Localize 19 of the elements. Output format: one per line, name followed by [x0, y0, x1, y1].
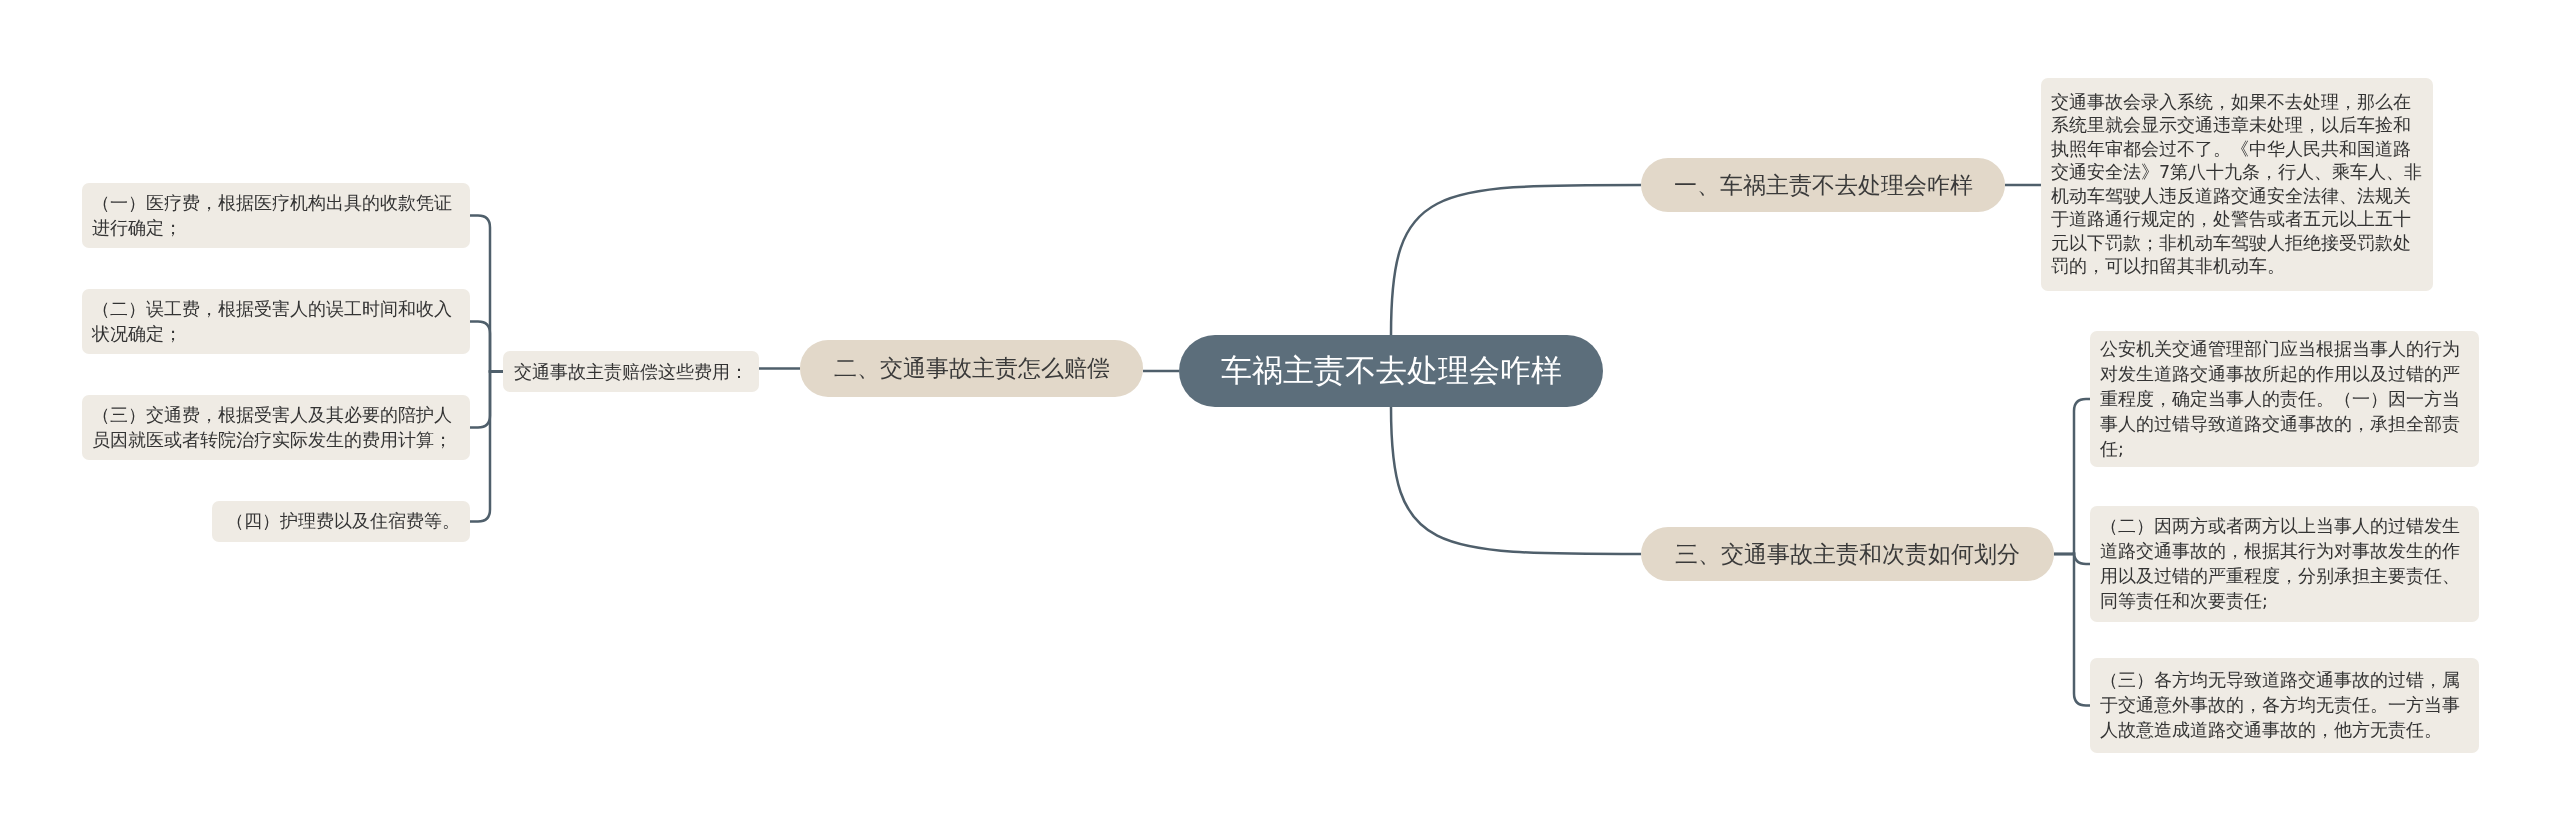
- note-card: （三）交通费，根据受害人及其必要的陪护人员因就医或者转院治疗实际发生的费用计算；: [82, 395, 470, 460]
- subtopic-box: 交通事故主责赔偿这些费用：: [503, 351, 759, 392]
- note-card: （二）误工费，根据受害人的误工时间和收入状况确定；: [82, 289, 470, 354]
- connector-line: [2005, 183, 2041, 187]
- note-card: 交通事故会录入系统，如果不去处理，那么在系统里就会显示交通违章未处理，以后车捡和执照年审都会过不了。《中华人民共和国道路交通安全法》7第八十九条，行人、乘车人、非机动车驾驶人违反道路交通安全法律、法规关于道路通行规定的，处警告或者五元以上五十元以下罚款；非机动车驾驶人拒绝接受罚款处罚的，可以扣留其非机动车。: [2041, 78, 2433, 291]
- connector-line: [1143, 369, 1179, 373]
- connector-line: [1389, 406, 1641, 556]
- connector-line: [759, 367, 800, 370]
- topic-box: 一、车祸主责不去处理会咋样: [1641, 158, 2005, 212]
- topic-box: 三、交通事故主责和次责如何划分: [1641, 527, 2054, 581]
- connector-line: [470, 370, 503, 523]
- note-card: 公安机关交通管理部门应当根据当事人的行为对发生道路交通事故所起的作用以及过错的严重程度，确定当事人的责任。（一）因一方当事人的过错导致道路交通事故的，承担全部责任;: [2090, 331, 2479, 467]
- note-card: （二）因两方或者两方以上当事人的过错发生道路交通事故的，根据其行为对事故发生的作用以及过错的严重程度，分别承担主要责任、同等责任和次要责任;: [2090, 506, 2479, 622]
- connector-line: [1389, 183, 1641, 336]
- central-topic-box: 车祸主责不去处理会咋样: [1179, 335, 1603, 407]
- topic-box: 二、交通事故主责怎么赔偿: [800, 340, 1143, 397]
- note-card: （四）护理费以及住宿费等。: [212, 501, 470, 542]
- note-card: （一）医疗费，根据医疗机构出具的收款凭证进行确定；: [82, 183, 470, 248]
- note-card: （三）各方均无导致道路交通事故的过错，属于交通意外事故的，各方均无责任。一方当事人故意造成道路交通事故的，他方无责任。: [2090, 658, 2479, 753]
